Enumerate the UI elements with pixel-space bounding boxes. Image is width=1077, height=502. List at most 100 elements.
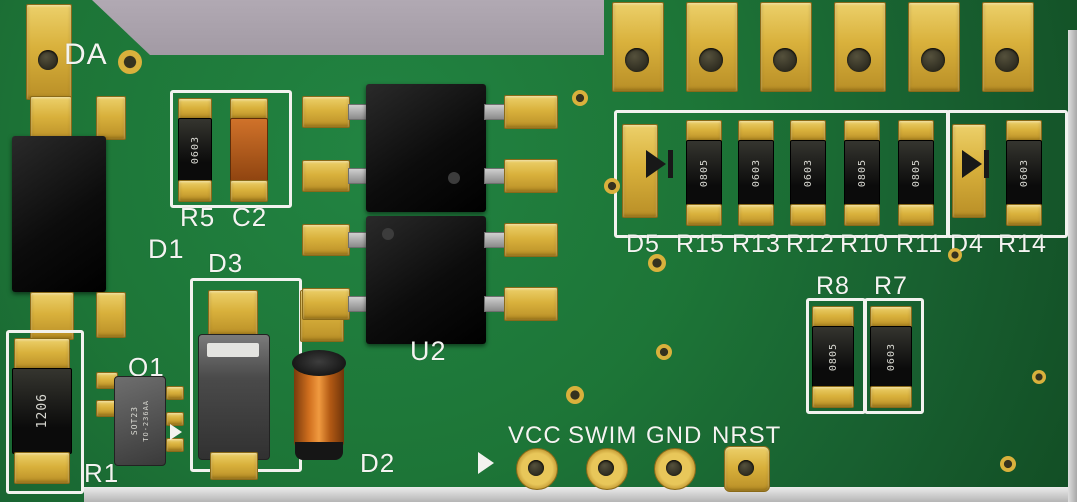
label-d1: D1: [148, 234, 185, 264]
r11-marking: 0805: [910, 158, 922, 188]
resistor-r13-body: 0603: [738, 140, 774, 206]
board-bottom-edge: [84, 487, 1077, 502]
r5-pad-bottom: [178, 180, 212, 202]
r12-marking: 0603: [802, 158, 814, 188]
label-r8: R8: [816, 272, 850, 300]
label-da: DA: [64, 38, 108, 71]
d4-diode-symbol: [962, 150, 982, 178]
via: [604, 178, 620, 194]
u2-upper-pin1-dot: [448, 172, 460, 184]
u2-pad-left-1: [302, 96, 350, 128]
u2-pad-right-4: [504, 287, 558, 321]
diode-d3-body: [198, 334, 270, 460]
r14-pad-top: [1006, 120, 1042, 142]
connector-pad-5: [908, 2, 960, 92]
via-near-da: [118, 50, 142, 74]
u2-lower-pin1-dot: [382, 228, 394, 240]
resistor-r7-body: 0603: [870, 326, 912, 388]
r15-marking: 0805: [698, 158, 710, 188]
u2-pad-left-2: [302, 160, 350, 192]
label-r7: R7: [874, 272, 908, 300]
label-d3: D3: [208, 248, 244, 278]
c2-pad-bottom: [230, 180, 268, 202]
q1-marking-line1: SOT23: [130, 406, 139, 436]
q1-pad-right-1: [166, 386, 184, 400]
mount-pad-top-left: [26, 4, 72, 100]
r1-pad-top: [14, 338, 70, 370]
r7-pad-bottom: [870, 386, 912, 408]
r7-pad-top: [870, 306, 912, 328]
r8-marking: 0805: [827, 342, 839, 372]
via: [566, 386, 584, 404]
r11-pad-bottom: [898, 204, 934, 226]
resistor-r1-body: 1206: [12, 368, 72, 454]
r13-pad-top: [738, 120, 774, 142]
r15-pad-bottom: [686, 204, 722, 226]
label-r12: R12: [786, 230, 835, 258]
r15-pad-top: [686, 120, 722, 142]
label-nrst: NRST: [712, 422, 782, 449]
connector-pad-3: [760, 2, 812, 92]
d2-bottom-band: [295, 442, 343, 460]
r8-pad-bottom: [812, 386, 854, 408]
connector-hole-2: [699, 48, 723, 72]
r14-marking: 0603: [1018, 158, 1030, 188]
r12-pad-bottom: [790, 204, 826, 226]
u2-lead-right-3: [484, 232, 506, 248]
r7-silkscreen-box: [864, 298, 924, 414]
label-swim: SWIM: [568, 422, 638, 449]
u2-ic-upper-body: [366, 84, 486, 212]
u2-lead-right-4: [484, 296, 506, 312]
d5-diode-symbol: [646, 150, 666, 178]
label-r11: R11: [896, 230, 944, 258]
connector-hole-3: [773, 48, 797, 72]
label-vcc: VCC: [508, 422, 562, 449]
u2-lead-left-1: [348, 104, 368, 120]
d1-pad-top-right: [96, 96, 126, 140]
via: [572, 90, 588, 106]
r1-marking: 1206: [34, 393, 50, 429]
via: [648, 254, 666, 272]
resistor-r5-body: 0603: [178, 118, 212, 182]
d1-pad-top-left: [30, 96, 72, 142]
u2-lead-left-4: [348, 296, 368, 312]
r13-pad-bottom: [738, 204, 774, 226]
connector-pad-4: [834, 2, 886, 92]
d2-cylinder: [294, 362, 344, 448]
background-notch: [150, 0, 604, 55]
resistor-r15-body: 0805: [686, 140, 722, 206]
label-r10: R10: [840, 230, 889, 258]
r8-pad-top: [812, 306, 854, 328]
connector-hole-4: [847, 48, 871, 72]
r11-pad-top: [898, 120, 934, 142]
nrst-hole: [738, 460, 754, 476]
c2-pad-top: [230, 98, 268, 120]
d3-cathode-band: [207, 343, 259, 357]
resistor-r14-body: 0603: [1006, 140, 1042, 206]
d2-top-cap: [292, 350, 346, 376]
label-d5: D5: [626, 230, 660, 258]
gnd-hole: [666, 460, 682, 476]
connector-pad-6: [982, 2, 1034, 92]
q1-pad-right-3: [166, 438, 184, 452]
r5-c2-silkscreen-box: [170, 90, 292, 208]
label-c2: C2: [232, 202, 268, 232]
q1-silkscreen-arrow: [170, 424, 182, 440]
d1-pad-bottom-right: [96, 292, 126, 338]
connector-pad-2: [686, 2, 738, 92]
u2-pad-left-4: [302, 288, 350, 320]
r5-pad-top: [178, 98, 212, 120]
mount-hole-left: [38, 50, 58, 70]
q1-marking-line2: TO-236AA: [142, 400, 150, 442]
diode-d1-body: [12, 136, 106, 292]
u2-pad-right-1: [504, 95, 558, 129]
capacitor-c2-body: [230, 118, 268, 182]
u2-lead-left-3: [348, 232, 368, 248]
via: [1000, 456, 1016, 472]
d4-cathode-bar: [984, 150, 989, 178]
connector-pad-1: [612, 2, 664, 92]
transistor-q1-body: SOT23 TO-236AA: [114, 376, 166, 466]
resistor-r11-body: 0805: [898, 140, 934, 206]
label-u2: U2: [410, 336, 447, 366]
u2-lead-right-1: [484, 104, 506, 120]
